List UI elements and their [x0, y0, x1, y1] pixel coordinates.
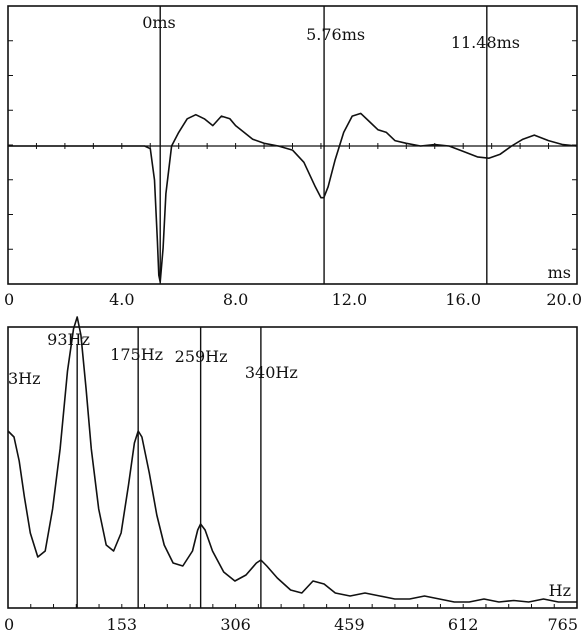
spectrum-x-tick-label: 0: [4, 615, 14, 634]
waveform-series-line: [8, 112, 578, 283]
waveform-x-unit: ms: [548, 263, 571, 282]
waveform-x-tick-label: 12.0: [332, 290, 368, 309]
spectrum-x-unit: Hz: [549, 581, 571, 600]
waveform-markers: 0ms 5.76ms 11.48ms: [142, 6, 520, 284]
spectrum-annotation-label: 3Hz: [8, 369, 41, 388]
waveform-x-tick-label: 8.0: [223, 290, 248, 309]
spectrum-frame: [7, 326, 578, 609]
spectrum-x-tick-label: 765: [547, 615, 578, 634]
spectrum-marker-label: 340Hz: [245, 363, 298, 382]
waveform-x-tick-label: 20.0: [546, 290, 582, 309]
waveform-x-tick-label: 16.0: [445, 290, 481, 309]
waveform-x-tick-label: 0: [4, 290, 14, 309]
spectrum-marker-label: 259Hz: [175, 347, 228, 366]
spectrum-panel: 93Hz 175Hz 259Hz 340Hz 0 153 306 459 612 765 3Hz…: [4, 316, 578, 634]
waveform-marker-label: 0ms: [142, 13, 176, 32]
spectrum-x-tick-label: 459: [334, 615, 365, 634]
spectrum-marker-label: 175Hz: [110, 345, 163, 364]
waveform-x-tick-label: 4.0: [109, 290, 134, 309]
spectrum-markers: 93Hz 175Hz 259Hz 340Hz: [47, 327, 298, 608]
waveform-x-tick-labels: 0 4.0 8.0 12.0 16.0 20.0: [4, 290, 582, 309]
spectrum-annotations: 3Hz: [8, 369, 41, 388]
spectrum-x-tick-labels: 0 153 306 459 612 765: [4, 615, 578, 634]
waveform-marker-label: 5.76ms: [306, 25, 365, 44]
spectrum-series-line: [7, 316, 577, 603]
spectrum-ticks: [7, 604, 578, 608]
spectrum-x-tick-label: 153: [107, 615, 138, 634]
waveform-marker-label: 11.48ms: [451, 33, 520, 52]
waveform-panel: 0ms 5.76ms 11.48ms 0 4.0 8.0 12.0 16.0 20.0 ms: [4, 5, 582, 309]
spectrum-x-tick-label: 306: [220, 615, 251, 634]
waveform-ticks: [7, 40, 578, 250]
spectrum-x-tick-label: 612: [448, 615, 479, 634]
spectrum-marker-label: 93Hz: [47, 330, 90, 349]
